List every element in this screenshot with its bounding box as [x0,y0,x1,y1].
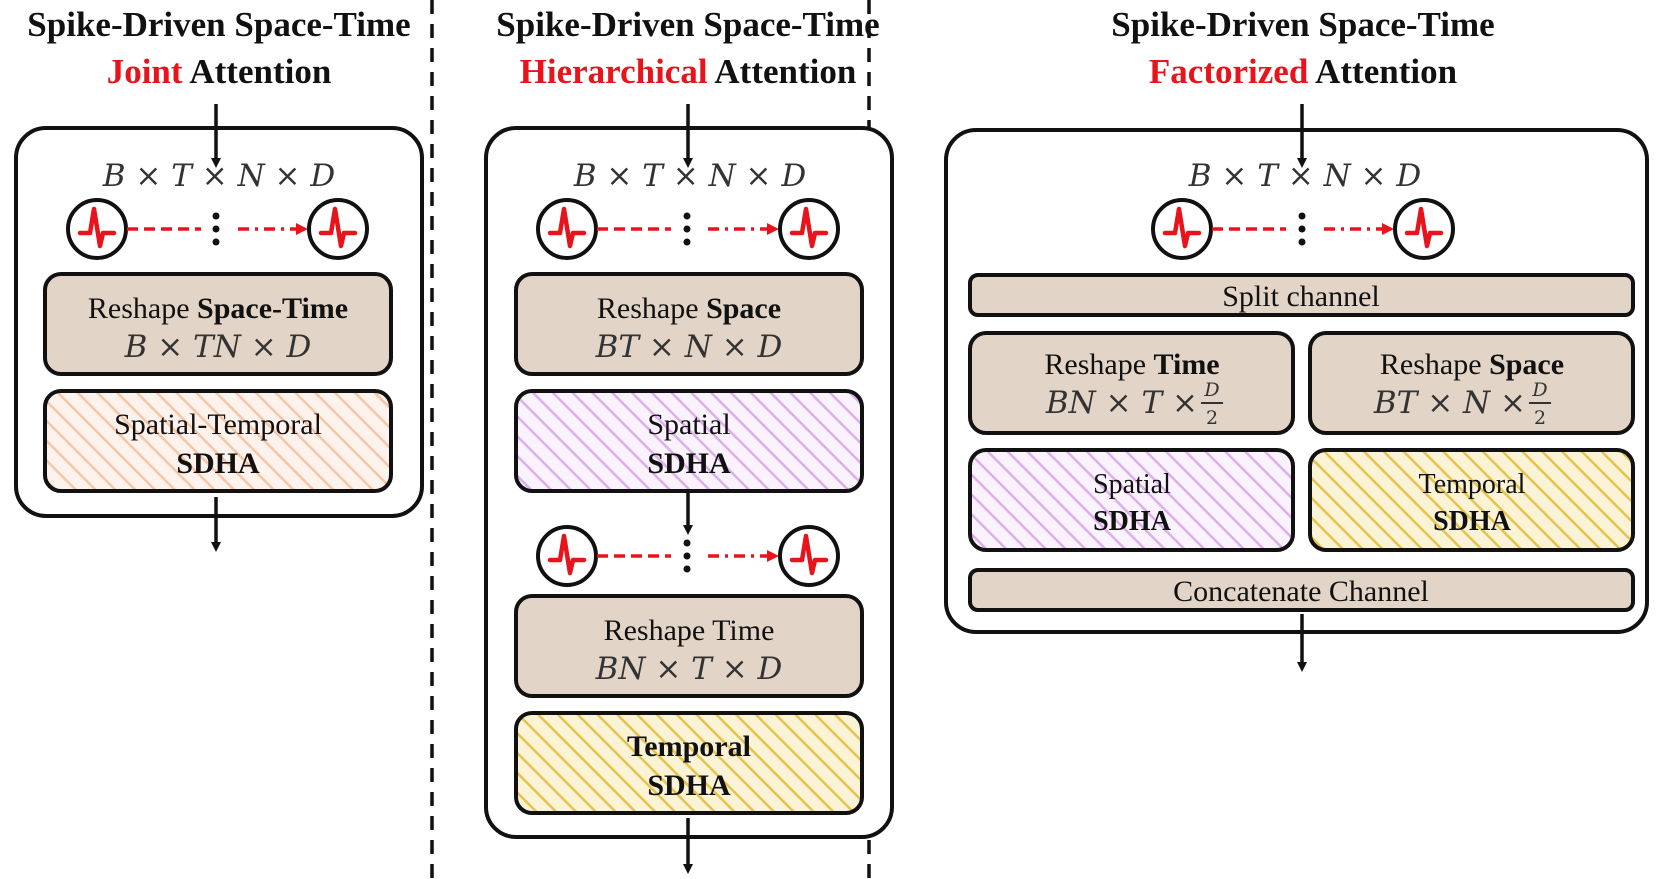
input-shape: B × T × N × D [102,158,336,194]
attention-sdha: SDHA [176,447,260,480]
panel-subtitle: Factorized Attention [1149,52,1457,91]
spike-neuron-icon [780,200,838,258]
spike-neuron-icon [1153,200,1211,258]
spike-row [68,200,367,258]
attention-sdha: SDHA [1093,506,1172,537]
input-shape: B × T × N × D [1188,158,1422,194]
reshape-shape: BT × N × D [595,329,783,365]
spike-row [1153,200,1453,258]
spike-neuron-icon [1395,200,1453,258]
spike-row [538,200,838,258]
split-channel-box [968,273,1635,317]
input-shape: B × T × N × D [573,158,807,194]
reshape-space-time-box [43,272,393,376]
reshape-time-box [514,594,864,698]
temporal-sdha-box [514,711,864,815]
spike-neuron-icon [538,200,596,258]
reshape-shape: BN × T × [1045,385,1198,421]
attention-sdha: SDHA [647,447,731,480]
panel-subtitle: Joint Attention [107,52,332,91]
reshape-shape: B × TN × D [124,329,312,365]
spatial-temporal-sdha-box [43,389,393,493]
reshape-label: Reshape Space [597,292,781,325]
panel-title: Spike-Driven Space-Time [1111,5,1494,44]
reshape-space-box [514,272,864,376]
attention-label: Temporal [627,730,751,763]
reshape-shape: BT × N × [1373,385,1526,421]
reshape-label: Reshape Space-Time [88,292,348,325]
hierarchical-attention-panel: Spike-Driven Space-Time Hierarchical Att… [484,5,894,874]
spike-neuron-icon [538,527,596,585]
panel-title: Spike-Driven Space-Time [496,5,879,44]
reshape-time-box [968,331,1295,435]
spike-neuron-icon [309,200,367,258]
concatenate-channel-label: Concatenate Channel [1173,575,1429,608]
panel-subtitle: Hierarchical Attention [520,52,857,91]
spike-neuron-icon [780,527,838,585]
reshape-shape: BN × T × D [595,651,783,687]
joint-attention-panel: Spike-Driven Space-Time Joint Attention … [14,5,424,552]
reshape-label: Reshape Space [1380,348,1564,381]
spike-row [538,527,838,585]
svg-text:D: D [1203,379,1219,401]
panel-title: Spike-Driven Space-Time [27,5,410,44]
fraction-d-over-2: D 2 [1201,379,1223,429]
temporal-sdha-box [1308,448,1635,552]
reshape-space-box [1308,331,1635,435]
attention-label: Temporal [1419,469,1526,500]
attention-label: Spatial [647,408,730,441]
svg-text:D: D [1531,379,1547,401]
concatenate-channel-box [968,568,1635,612]
svg-text:2: 2 [1206,407,1218,429]
spatial-sdha-box [968,448,1295,552]
spatial-sdha-box [514,389,864,493]
reshape-label: Reshape Time [604,614,775,647]
fraction-d-over-2: D 2 [1529,379,1551,429]
attention-sdha: SDHA [1433,506,1512,537]
spike-neuron-icon [68,200,126,258]
factorized-attention-panel: Spike-Driven Space-Time Factorized Atten… [944,5,1649,672]
attention-label: Spatial [1093,469,1171,500]
attention-sdha: SDHA [647,769,731,802]
reshape-label: Reshape Time [1044,348,1219,381]
attention-label: Spatial-Temporal [114,408,322,441]
svg-text:2: 2 [1534,407,1546,429]
split-channel-label: Split channel [1222,280,1379,313]
